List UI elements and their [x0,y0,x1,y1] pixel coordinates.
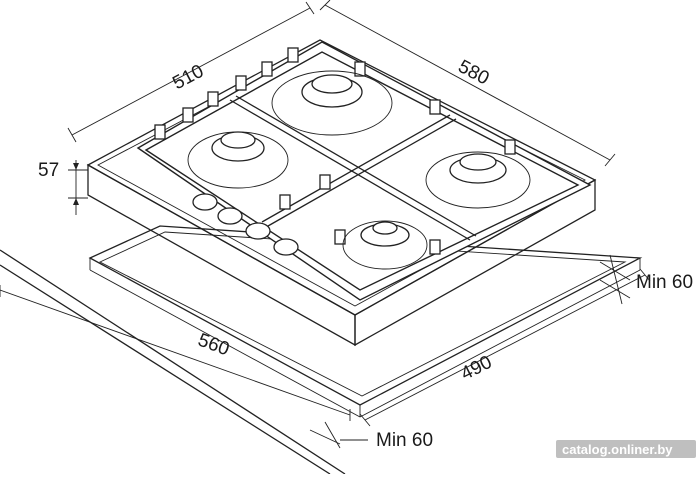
burner-left [187,131,289,189]
label-57: 57 [38,160,59,181]
knob-4 [273,238,299,256]
knob-2 [217,207,243,225]
burner-right [425,151,531,209]
label-min60-front: Min 60 [376,430,433,451]
label-560: 560 [195,330,232,361]
countertop-cutout [0,225,643,475]
clearance-front: Min 60 [309,421,433,451]
label-490: 490 [458,352,496,385]
label-580: 580 [455,56,493,89]
watermark: catalog.onliner.by [556,440,696,458]
clearance-right: Min 60 [599,254,693,305]
label-min60-right: Min 60 [636,272,693,293]
dimension-cutout-width: 560 [0,285,351,421]
burner-front [342,220,428,270]
knob-1 [192,193,218,211]
dimension-height: 57 [38,160,88,215]
knob-3 [245,222,271,240]
control-knobs [192,193,299,256]
burner-rear-center [271,70,393,136]
watermark-text: catalog.onliner.by [562,442,673,457]
dimension-cutout-depth: 490 [359,268,651,427]
